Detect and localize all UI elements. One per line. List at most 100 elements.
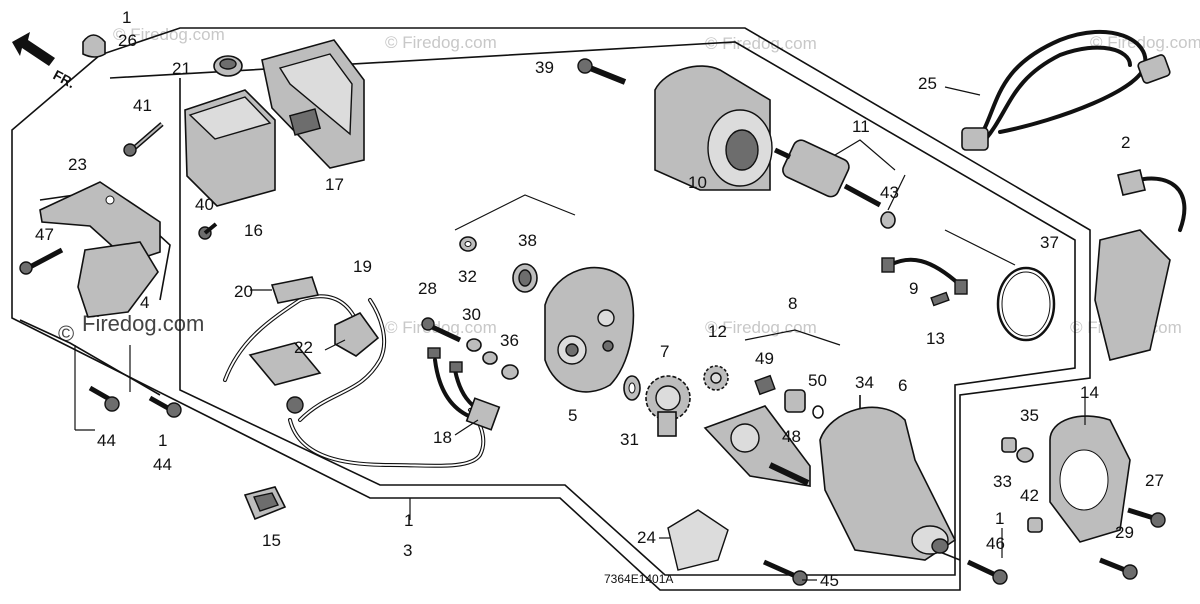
bolt-icon bbox=[26, 247, 64, 271]
watermark-middle: © Firedog.com bbox=[385, 318, 497, 337]
cover-icon bbox=[667, 509, 729, 571]
callout-6: 6 bbox=[898, 376, 907, 395]
collar-icon bbox=[1001, 437, 1017, 453]
watermarks: © Firedog.com © Firedog.com © Firedog.co… bbox=[58, 25, 1200, 346]
part-5-plate bbox=[544, 266, 635, 393]
nut-icon bbox=[501, 364, 519, 380]
callout-12: 12 bbox=[708, 322, 727, 341]
direction-arrow: FR. bbox=[12, 32, 78, 91]
brush-icon bbox=[881, 257, 895, 273]
nut-extra bbox=[482, 351, 498, 365]
callout-31: 31 bbox=[620, 430, 639, 449]
bolt-28 bbox=[421, 317, 462, 343]
bolt-27 bbox=[1127, 507, 1166, 528]
spring-13 bbox=[930, 291, 950, 307]
bolt-41 bbox=[123, 122, 164, 157]
nut-icon bbox=[482, 351, 498, 365]
cord-icon bbox=[973, 29, 1148, 147]
callout-20: 20 bbox=[234, 282, 253, 301]
callout-1-bottom: 1 bbox=[404, 511, 413, 530]
collar-icon bbox=[1027, 517, 1043, 533]
gear-case-icon bbox=[819, 406, 957, 561]
callout-47: 47 bbox=[35, 225, 54, 244]
part-20-connector-icon bbox=[270, 276, 320, 304]
washer-31 bbox=[623, 375, 641, 401]
callout-4: 4 bbox=[140, 293, 149, 312]
bolt-47 bbox=[19, 247, 64, 275]
callout-9: 9 bbox=[909, 279, 918, 298]
washer-icon bbox=[466, 338, 482, 352]
bolt-39 bbox=[577, 58, 627, 85]
watermark-top-right: © Firedog.com bbox=[705, 34, 817, 53]
armature-11 bbox=[773, 139, 882, 208]
spring-49 bbox=[754, 374, 776, 396]
o-ring-37 bbox=[996, 266, 1056, 342]
callout-36: 36 bbox=[500, 331, 519, 350]
callout-3: 3 bbox=[403, 541, 412, 560]
clip-icon bbox=[812, 405, 824, 419]
gear-7 bbox=[645, 375, 691, 437]
spring-icon bbox=[930, 291, 950, 307]
bracket-2 bbox=[1094, 169, 1187, 361]
drive-shaft-assembly bbox=[703, 405, 811, 487]
bolt-45 bbox=[762, 559, 808, 586]
watermark-top-center: © Firedog.com bbox=[385, 33, 497, 52]
watermark-middle-right: © Firedog.com bbox=[705, 318, 817, 337]
wiring-harness bbox=[223, 276, 486, 468]
washer-32 bbox=[459, 236, 477, 252]
callout-27: 27 bbox=[1145, 471, 1164, 490]
callout-13: 13 bbox=[926, 329, 945, 348]
collar-48 bbox=[784, 389, 806, 413]
leader-32-group bbox=[454, 194, 576, 231]
drawing-code: 7364E1401A bbox=[604, 572, 673, 586]
collar-33 bbox=[1001, 437, 1017, 453]
outer-frame bbox=[11, 27, 1091, 591]
callout-1-right: 1 bbox=[995, 509, 1004, 528]
callout-34: 34 bbox=[855, 373, 874, 392]
callout-48: 48 bbox=[782, 427, 801, 446]
part-19-module-icon bbox=[334, 311, 380, 357]
bolt-44-right bbox=[148, 395, 182, 418]
callout-29: 29 bbox=[1115, 523, 1134, 542]
part-26-clip bbox=[82, 34, 106, 58]
part-23-bracket bbox=[39, 181, 161, 318]
callout-42: 42 bbox=[1020, 486, 1039, 505]
callout-7: 7 bbox=[660, 342, 669, 361]
callout-49: 49 bbox=[755, 349, 774, 368]
callout-30: 30 bbox=[462, 305, 481, 324]
callout-46: 46 bbox=[986, 534, 1005, 553]
callout-32: 32 bbox=[458, 267, 477, 286]
callout-1-lower: 1 bbox=[158, 431, 167, 450]
callout-40: 40 bbox=[195, 195, 214, 214]
part-17-cover bbox=[261, 39, 365, 169]
washer-30 bbox=[466, 338, 482, 352]
inner-frame bbox=[109, 41, 1076, 576]
callout-10: 10 bbox=[688, 173, 707, 192]
nut-36 bbox=[501, 364, 519, 380]
collar-42 bbox=[1027, 517, 1043, 533]
collar-icon bbox=[784, 389, 806, 413]
gasket-14 bbox=[1049, 415, 1131, 543]
callout-45: 45 bbox=[820, 571, 839, 590]
part-16-control-unit bbox=[184, 89, 276, 207]
o-ring-icon bbox=[996, 266, 1056, 342]
callout-17: 17 bbox=[325, 175, 344, 194]
washer-35 bbox=[1016, 447, 1034, 463]
ring-icon bbox=[880, 211, 896, 229]
callout-44-right: 44 bbox=[153, 455, 172, 474]
clip-50 bbox=[812, 405, 824, 419]
callout-14: 14 bbox=[1080, 383, 1099, 402]
callout-16: 16 bbox=[244, 221, 263, 240]
bolt-40 bbox=[198, 222, 218, 240]
ring-43 bbox=[880, 211, 896, 229]
cover-24 bbox=[667, 509, 729, 571]
arrow-icon bbox=[12, 32, 55, 66]
part-10-motor-housing bbox=[654, 65, 773, 191]
spring-icon bbox=[754, 374, 776, 396]
callout-8: 8 bbox=[788, 294, 797, 313]
callout-18: 18 bbox=[433, 428, 452, 447]
callout-37: 37 bbox=[1040, 233, 1059, 252]
grommet-15 bbox=[243, 486, 287, 521]
callout-1: 1 bbox=[122, 8, 131, 27]
callout-labels: 1 26 21 41 40 16 17 23 47 4 44 1 44 20 1… bbox=[35, 8, 1164, 590]
